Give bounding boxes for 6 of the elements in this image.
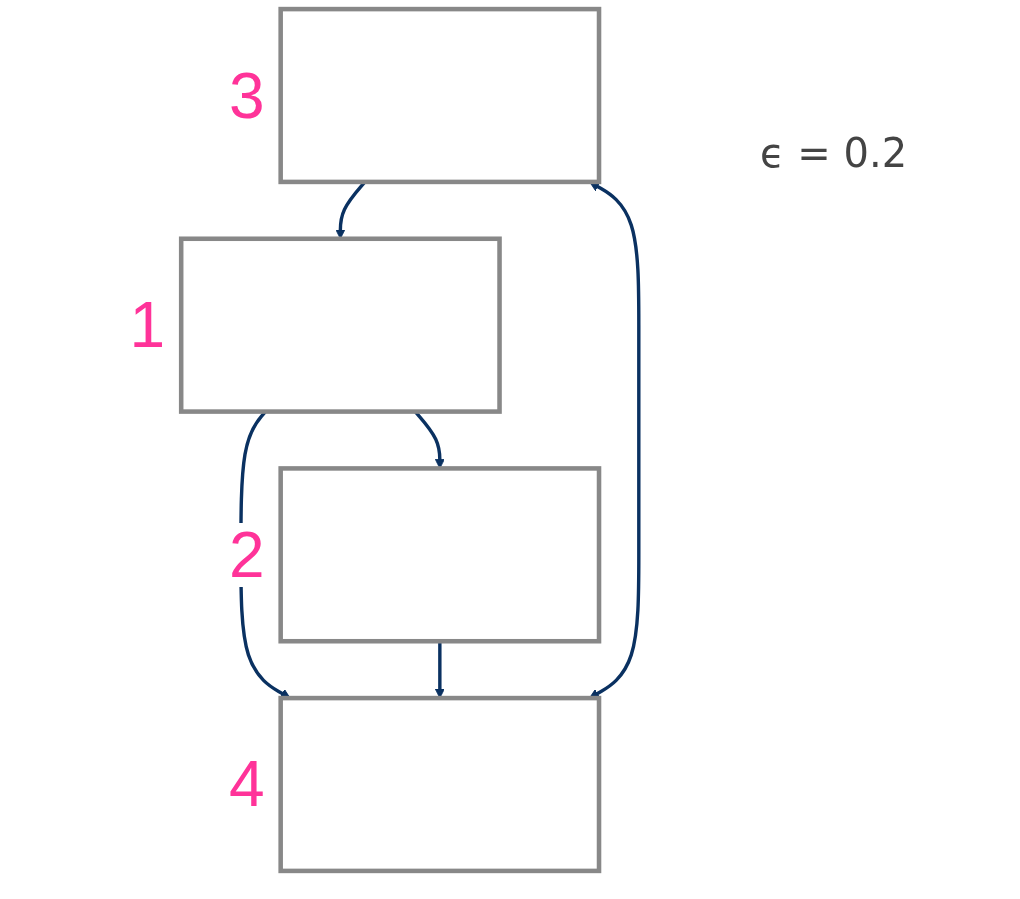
parameter-label: ϵ = 0.2: [760, 130, 908, 176]
page-box: [278, 466, 602, 644]
page-box: [278, 6, 602, 185]
page-box: [278, 695, 602, 874]
arrow: [589, 181, 641, 699]
page-box: [178, 236, 502, 414]
